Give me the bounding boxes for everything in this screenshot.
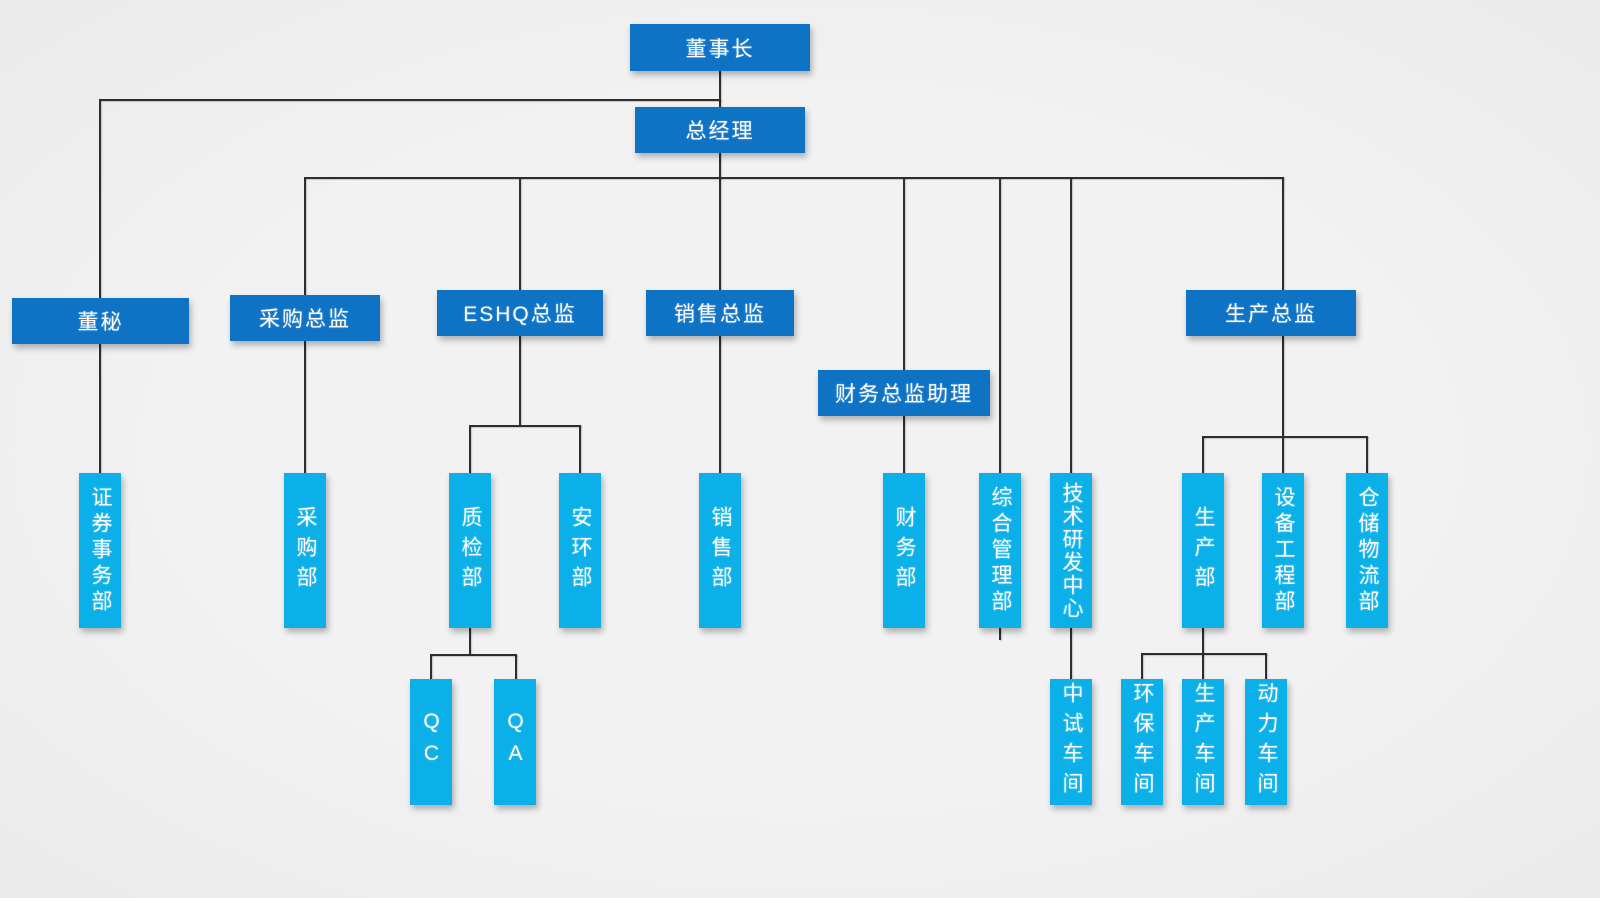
node-power-workshop: 动力车间 [1245, 679, 1287, 805]
connector [1282, 177, 1284, 290]
node-production-dept: 生产部 [1182, 473, 1224, 628]
node-tech-rd-center: 技术研发中心 [1050, 473, 1092, 628]
connector [430, 654, 517, 656]
node-sales-director: 销售总监 [646, 290, 794, 336]
node-qa: QA [494, 679, 536, 805]
node-procurement-director: 采购总监 [230, 295, 380, 341]
connector [1265, 653, 1267, 679]
connector [430, 654, 432, 679]
node-procurement-dept: 采购部 [284, 473, 326, 628]
node-general-manager: 总经理 [635, 107, 805, 153]
node-general-management-dept: 综合管理部 [979, 473, 1021, 628]
connector [1141, 653, 1143, 679]
connector [1366, 436, 1368, 473]
node-securities-affairs-dept: 证券事务部 [79, 473, 121, 628]
connector [305, 177, 1284, 179]
node-safety-environment-dept: 安环部 [559, 473, 601, 628]
node-warehouse-logistics-dept: 仓储物流部 [1346, 473, 1388, 628]
node-sales-dept: 销售部 [699, 473, 741, 628]
node-production-workshop: 生产车间 [1182, 679, 1224, 805]
node-environmental-workshop: 环保车间 [1121, 679, 1163, 805]
node-equipment-engineering-dept: 设备工程部 [1262, 473, 1304, 628]
connector [719, 153, 721, 179]
connector [1141, 653, 1267, 655]
node-board-secretary: 董秘 [12, 298, 189, 344]
connector [903, 177, 905, 370]
connector [1202, 436, 1204, 473]
connector [719, 71, 721, 109]
connector [515, 654, 517, 679]
node-eshq-director: ESHQ总监 [437, 290, 603, 336]
node-chairman: 董事长 [630, 24, 810, 71]
connector [99, 99, 101, 298]
node-production-director: 生产总监 [1186, 290, 1356, 336]
connector [999, 177, 1001, 473]
connector [469, 425, 471, 473]
connector [99, 344, 101, 473]
node-quality-inspection-dept: 质检部 [449, 473, 491, 628]
connector [469, 425, 581, 427]
connector [100, 99, 721, 101]
connector [999, 628, 1001, 640]
node-finance-director-assistant: 财务总监助理 [818, 370, 990, 416]
connector [719, 336, 721, 473]
connector [1070, 628, 1072, 679]
connector [304, 341, 306, 473]
connector [1070, 177, 1072, 473]
node-qc: QC [410, 679, 452, 805]
connector [469, 628, 471, 655]
connector [304, 177, 306, 295]
connector [579, 425, 581, 473]
connector [1202, 436, 1368, 438]
node-finance-dept: 财务部 [883, 473, 925, 628]
connector [519, 177, 521, 290]
connector [903, 416, 905, 473]
connector [719, 177, 721, 290]
connector [1282, 336, 1284, 473]
connector [519, 336, 521, 426]
node-pilot-workshop: 中试车间 [1050, 679, 1092, 805]
